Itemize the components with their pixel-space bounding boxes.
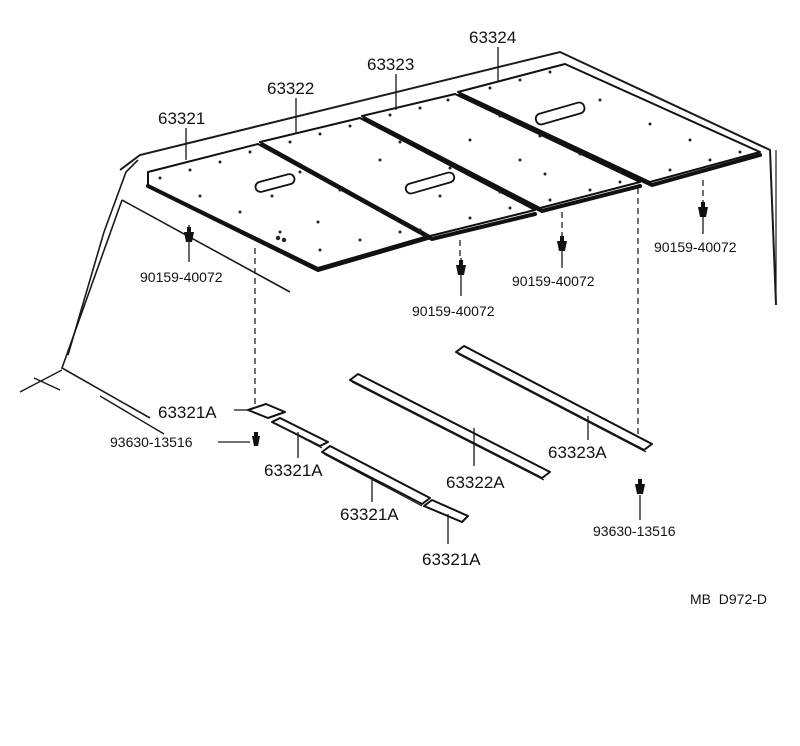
- alignment-dashes: [254, 180, 704, 440]
- label-panel-63321: 63321: [158, 109, 205, 128]
- label-clip-1: 90159-40072: [140, 269, 223, 285]
- label-panel-63324: 63324: [469, 28, 516, 47]
- clip-fasteners: [184, 200, 708, 296]
- label-clip-4: 90159-40072: [654, 239, 737, 255]
- label-strip-63322A: 63322A: [446, 473, 505, 492]
- strip-63321A-3: [321, 445, 431, 507]
- strip-63323A: [455, 345, 653, 453]
- panel-leaders: [185, 47, 499, 160]
- clip-4: [698, 200, 708, 234]
- diagram-code: MB D972-D: [690, 591, 767, 607]
- clip-2: [456, 258, 466, 296]
- panel-63323: [361, 93, 642, 214]
- label-clip-3: 90159-40072: [512, 273, 595, 289]
- label-strip-63321A-3: 63321A: [340, 505, 399, 524]
- panel-63322: [259, 117, 537, 242]
- strip-63321A-short-top: [247, 403, 286, 419]
- strip-63321A-4: [423, 499, 469, 523]
- panel-63321: [146, 143, 430, 273]
- screw-2: [635, 479, 645, 520]
- roof-outline: [19, 50, 777, 435]
- strip-63322A: [349, 373, 551, 481]
- label-strip-63321A-4: 63321A: [422, 550, 481, 569]
- panel-63324: [457, 63, 762, 188]
- strip-63321A-2: [271, 417, 329, 449]
- label-screw-2: 93630-13516: [593, 523, 676, 539]
- label-panel-63323: 63323: [367, 55, 414, 74]
- label-panel-63322: 63322: [267, 79, 314, 98]
- strip-leaders: [234, 409, 589, 544]
- clip-3: [557, 234, 567, 268]
- clip-1: [184, 225, 194, 262]
- label-strip-63321A-top: 63321A: [158, 403, 217, 422]
- screw-1: [218, 432, 260, 446]
- label-clip-2: 90159-40072: [412, 303, 495, 319]
- screw-fasteners: [218, 432, 645, 520]
- label-strip-63321A-2: 63321A: [264, 461, 323, 480]
- label-screw-1: 93630-13516: [110, 434, 193, 450]
- label-strip-63323A: 63323A: [548, 443, 607, 462]
